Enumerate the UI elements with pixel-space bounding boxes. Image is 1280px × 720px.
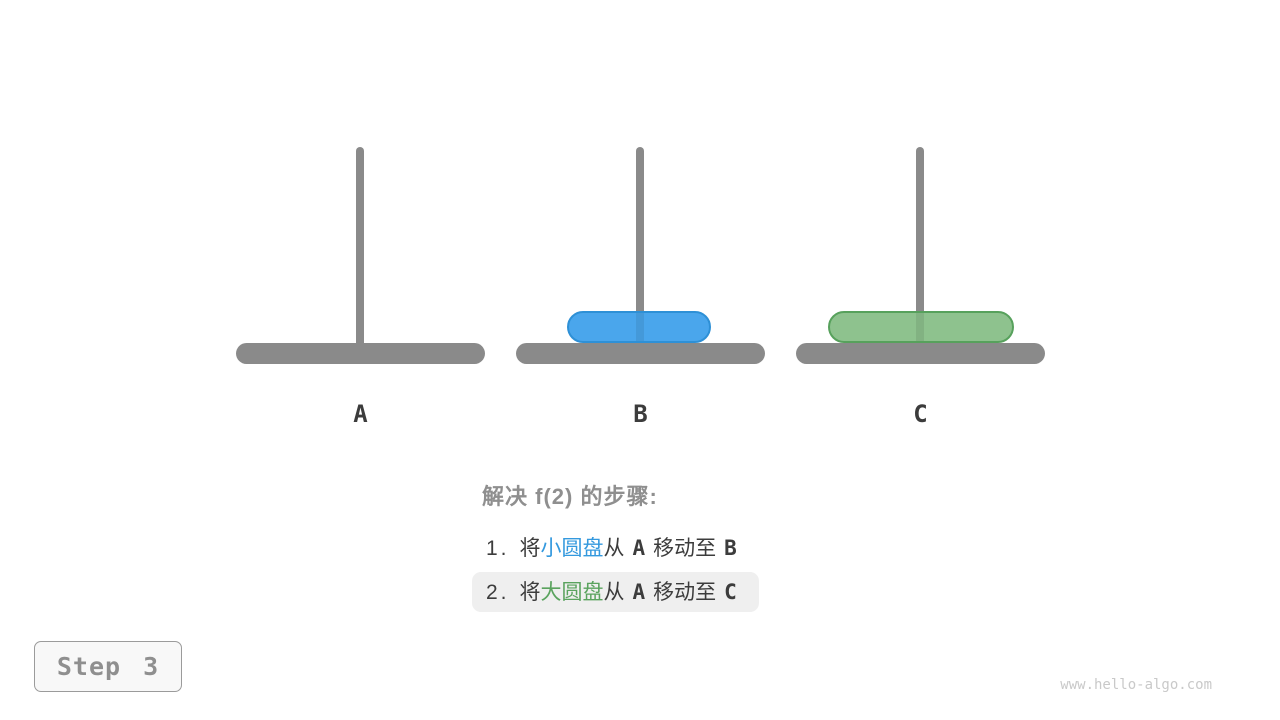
peg-c-label: C <box>913 400 928 428</box>
peg-a-label: A <box>353 400 368 428</box>
watermark: www.hello-algo.com <box>1060 677 1212 693</box>
step-1-text-mid: 从 <box>603 537 625 560</box>
step-1-disk-word: 小圆盘 <box>540 537 604 560</box>
step-1-text-move: 移动至 <box>653 537 717 560</box>
step-1-to-peg: B <box>724 536 737 560</box>
step-1-text-pre: 将 <box>519 537 541 560</box>
step-2-to-peg: C <box>724 580 737 604</box>
peg-b-label: B <box>633 400 648 428</box>
small-disk <box>567 311 711 343</box>
peg-b-base <box>516 343 765 364</box>
step-2-text-move: 移动至 <box>653 581 717 604</box>
step-2-from-peg: A <box>632 580 646 604</box>
peg-b-rod <box>636 147 644 350</box>
large-disk <box>828 311 1014 343</box>
step-1-number: 1. <box>486 537 510 560</box>
steps-title: 解决 f(2) 的步骤: <box>482 484 658 509</box>
step-2-text-mid: 从 <box>603 581 625 604</box>
peg-through-disk-shadow <box>916 313 924 341</box>
peg-a-rod <box>356 147 364 350</box>
step-2-number: 2. <box>486 581 510 604</box>
peg-a-base <box>236 343 485 364</box>
step-2-text-pre: 将 <box>519 581 541 604</box>
step-1-from-peg: A <box>632 536 646 560</box>
step-badge: Step 3 <box>34 641 182 692</box>
peg-through-disk-shadow <box>636 313 644 341</box>
peg-c-base <box>796 343 1045 364</box>
step-2-disk-word: 大圆盘 <box>540 581 604 604</box>
peg-c-rod <box>916 147 924 350</box>
